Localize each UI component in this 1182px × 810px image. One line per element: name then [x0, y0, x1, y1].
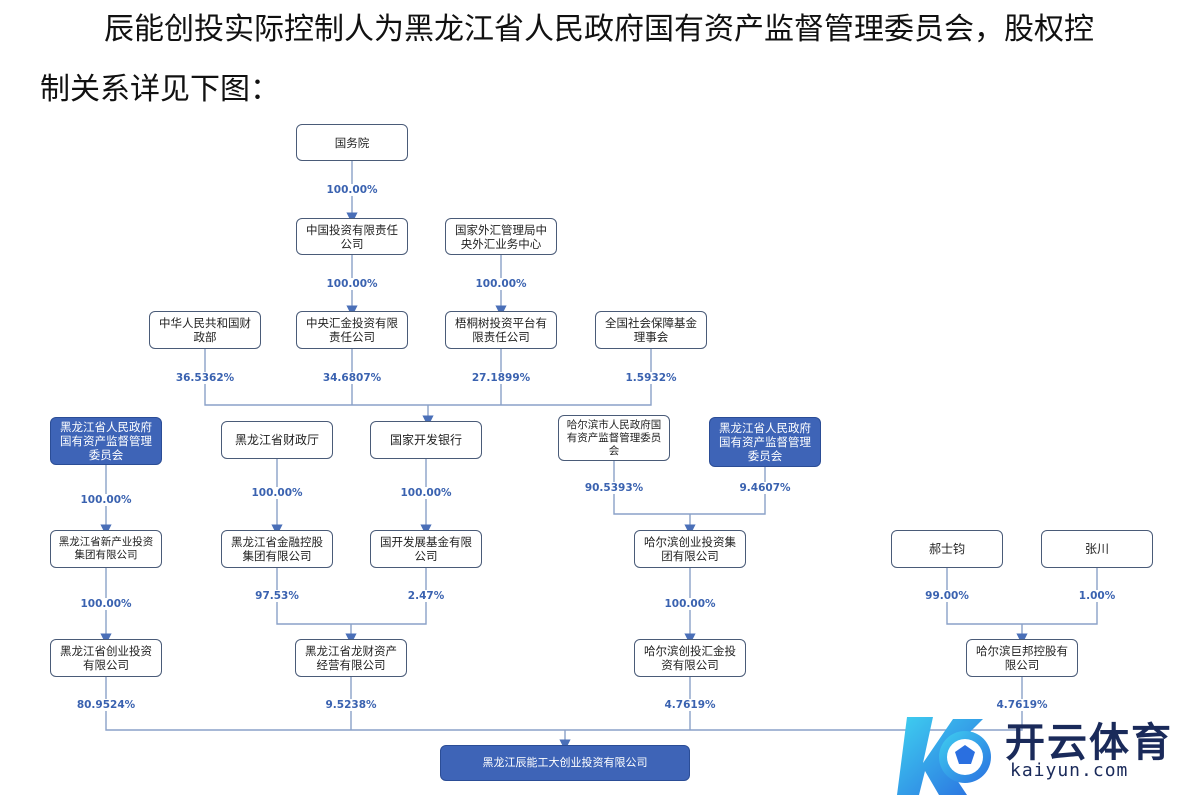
watermark-domain-text: kaiyun.com [1010, 760, 1129, 781]
pct-hebgzw-cy: 90.5393% [582, 482, 646, 494]
node-china-investment-corp: 中国投资有限责任公司 [296, 218, 408, 255]
pct-hsj-jb: 99.00% [923, 590, 971, 602]
node-hlj-new-industry-group: 黑龙江省新产业投资集团有限公司 [50, 530, 162, 568]
node-zhang-chuan: 张川 [1041, 530, 1153, 568]
pct-jrkg-lc: 97.53% [253, 590, 301, 602]
node-safe-central-forex-center: 国家外汇管理局中央外汇业务中心 [445, 218, 557, 255]
pct-sbjj-gkyh: 1.5932% [623, 372, 679, 384]
pct-gkfz-lc: 2.47% [405, 590, 447, 602]
pct-gwy-zgtz: 100.00% [324, 184, 380, 196]
pct-cytz-target: 80.9524% [74, 699, 138, 711]
node-hao-shijun: 郝士钧 [891, 530, 1003, 568]
pct-zc-jb: 1.00% [1076, 590, 1118, 602]
pct-zgtz-zyhj: 100.00% [324, 278, 380, 290]
watermark-brand-text: 开云体育 [1005, 720, 1173, 766]
pct-gzw2-cy: 9.4607% [737, 482, 793, 494]
node-hlj-longcai-asset: 黑龙江省龙财资产经营有限公司 [295, 639, 407, 677]
node-china-development-bank: 国家开发银行 [370, 421, 482, 459]
node-state-council: 国务院 [296, 124, 408, 161]
pct-zyhj-gkyh: 34.6807% [320, 372, 384, 384]
intro-paragraph-line-1: 辰能创投实际控制人为黑龙江省人民政府国有资产监督管理委员会，股权控 [104, 12, 1094, 47]
pct-jb-target: 4.7619% [994, 699, 1050, 711]
pct-cy-hj: 100.00% [662, 598, 718, 610]
pct-wghj-wts: 100.00% [473, 278, 529, 290]
node-wutongshu-platform: 梧桐树投资平台有限责任公司 [445, 311, 557, 349]
node-heilongjiang-sasac-1: 黑龙江省人民政府国有资产监督管理委员会 [50, 417, 162, 465]
node-social-security-fund: 全国社会保障基金理事会 [595, 311, 707, 349]
pct-lc-target: 9.5238% [323, 699, 379, 711]
pct-xcy-cytz: 100.00% [78, 598, 134, 610]
node-hlj-venture-investment: 黑龙江省创业投资有限公司 [50, 639, 162, 677]
node-harbin-sasac: 哈尔滨市人民政府国有资产监督管理委员会 [558, 415, 670, 461]
node-target-company: 黑龙江辰能工大创业投资有限公司 [440, 745, 690, 781]
kaiyun-logo-icon [897, 717, 991, 795]
node-heilongjiang-sasac-2: 黑龙江省人民政府国有资产监督管理委员会 [709, 417, 821, 467]
node-cdb-development-fund: 国开发展基金有限公司 [370, 530, 482, 568]
pct-gzw1-xcy: 100.00% [78, 494, 134, 506]
node-heilongjiang-finance-dept: 黑龙江省财政厅 [221, 421, 333, 459]
pct-gkyh-gkfz: 100.00% [398, 487, 454, 499]
pct-czt-jrkg: 100.00% [249, 487, 305, 499]
pct-czb-gkyh: 36.5362% [173, 372, 237, 384]
node-harbin-jubang-holding: 哈尔滨巨邦控股有限公司 [966, 639, 1078, 677]
node-hlj-financial-holding: 黑龙江省金融控股集团有限公司 [221, 530, 333, 568]
pct-hj-target: 4.7619% [662, 699, 718, 711]
node-central-huijin: 中央汇金投资有限责任公司 [296, 311, 408, 349]
node-harbin-huijin-investment: 哈尔滨创投汇金投资有限公司 [634, 639, 746, 677]
intro-paragraph-line-2: 制关系详见下图： [40, 72, 280, 107]
node-ministry-of-finance: 中华人民共和国财政部 [149, 311, 261, 349]
node-harbin-venture-group: 哈尔滨创业投资集团有限公司 [634, 530, 746, 568]
pct-wts-gkyh: 27.1899% [469, 372, 533, 384]
